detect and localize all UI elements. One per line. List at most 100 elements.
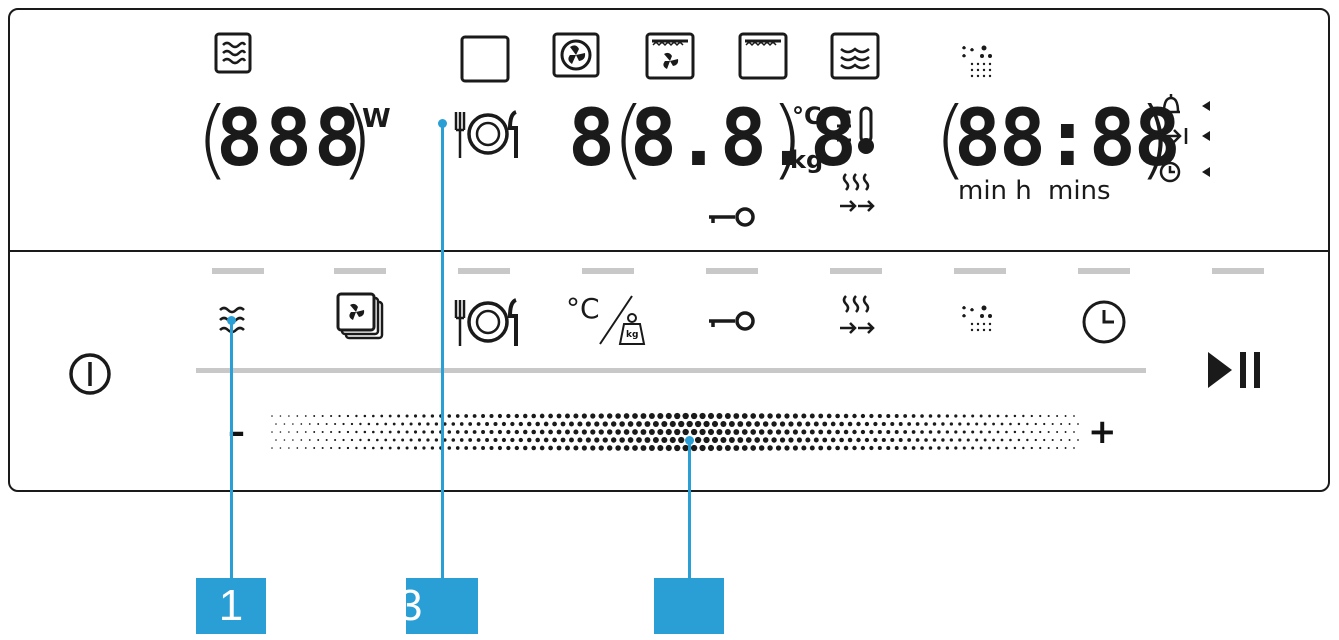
slider-dot	[506, 445, 511, 451]
slider-dot	[898, 422, 903, 426]
slider-dot	[279, 415, 282, 417]
indicator-microwave	[212, 268, 264, 274]
setting-slider[interactable]	[268, 410, 1079, 454]
slider-dot	[1060, 439, 1063, 441]
slider-dot	[401, 422, 405, 426]
slider-plus[interactable]: +	[1088, 412, 1117, 452]
slider-dot	[1056, 431, 1059, 433]
slider-dot	[954, 414, 958, 418]
slider-dot	[501, 421, 507, 427]
slider-dot	[678, 436, 685, 444]
slider-dot	[615, 445, 621, 451]
slider-dot	[954, 430, 958, 434]
slider-dot	[539, 445, 545, 451]
slider-dot	[330, 414, 333, 418]
slider-dot	[397, 414, 401, 418]
slider-dot	[334, 422, 337, 426]
slider-dot	[835, 429, 840, 435]
slider-dot	[640, 445, 647, 451]
slider-dot	[711, 420, 719, 428]
slider-dot	[657, 444, 664, 452]
slider-dot	[911, 430, 916, 434]
slider-dot	[569, 421, 574, 427]
slider-dot	[548, 413, 553, 419]
slider-dot	[852, 429, 857, 435]
slider-dot	[690, 428, 698, 436]
slider-dot	[754, 421, 761, 427]
slider-dot	[818, 413, 824, 419]
power-button[interactable]	[68, 352, 114, 398]
slider-dot	[1051, 422, 1054, 426]
slider-dot	[392, 422, 396, 426]
slider-dot	[886, 429, 891, 435]
callout-1-dot	[227, 316, 236, 325]
slider-dot	[325, 422, 328, 426]
slider-dot	[767, 445, 773, 451]
slider-dot	[275, 423, 277, 425]
temp-digits: 8.8.8	[630, 94, 857, 184]
slider-dot	[784, 429, 790, 435]
microwave-icon	[214, 32, 252, 74]
slider-dot	[485, 422, 490, 426]
steam-button[interactable]	[958, 300, 998, 338]
slider-dot	[1060, 423, 1063, 425]
auto-program-icon	[454, 110, 518, 158]
slider-dot	[720, 436, 727, 444]
slider-dot	[304, 431, 307, 433]
slider-dot	[886, 413, 891, 419]
slider-dot	[288, 415, 290, 417]
slider-dot	[598, 445, 604, 451]
slider-dot	[716, 444, 723, 452]
slider-dot	[674, 444, 681, 452]
slider-dot	[690, 412, 698, 420]
slider-dot	[754, 437, 761, 443]
slider-dot	[784, 445, 790, 451]
slider-dot	[1068, 423, 1071, 425]
slider-dot	[665, 412, 672, 420]
rapid-heat-button[interactable]	[838, 294, 880, 346]
slider-dot	[355, 446, 358, 450]
start-pause-button[interactable]	[1206, 348, 1268, 396]
slider-dot	[771, 437, 777, 443]
slider-dot	[911, 414, 916, 418]
programs-button[interactable]	[452, 298, 524, 350]
slider-dot	[1047, 414, 1050, 418]
slider-dot	[911, 446, 916, 450]
microwave-button[interactable]	[216, 300, 256, 340]
slider-dot	[971, 446, 975, 450]
slider-dot	[464, 414, 469, 418]
slider-dot	[767, 413, 773, 419]
slider-dot	[843, 429, 849, 435]
slider-dot	[493, 437, 498, 443]
slider-dot	[430, 446, 435, 450]
slider-dot	[665, 444, 672, 452]
slider-dot	[308, 439, 311, 441]
bell-icon	[1162, 94, 1180, 114]
slider-dot	[539, 413, 545, 419]
slider-dot	[784, 413, 790, 419]
slider-dot	[818, 429, 824, 435]
slider-dot	[945, 414, 950, 418]
slider-dot	[1030, 446, 1033, 450]
slider-dot	[983, 422, 987, 426]
lock-button[interactable]	[707, 308, 757, 334]
slider-dot	[949, 438, 954, 442]
slider-dot	[903, 414, 908, 418]
slider-dot	[962, 430, 966, 434]
temp-weight-button[interactable]: °C kg	[566, 290, 646, 352]
slider-dot	[481, 446, 486, 450]
heating-modes-button[interactable]	[336, 292, 390, 344]
slider-dot	[271, 447, 273, 449]
slider-dot	[928, 446, 933, 450]
slider-dot	[338, 446, 341, 450]
slider-dot	[548, 445, 553, 451]
slider-dot	[835, 445, 840, 451]
slider-dot	[417, 422, 422, 426]
power-bracket-right: )	[340, 89, 374, 189]
timer-button[interactable]	[1080, 298, 1128, 346]
slider-dot	[279, 447, 282, 449]
slider-dot	[839, 437, 844, 443]
slider-dot	[881, 421, 886, 427]
slider-dot	[569, 437, 574, 443]
slider-dot	[451, 422, 456, 426]
